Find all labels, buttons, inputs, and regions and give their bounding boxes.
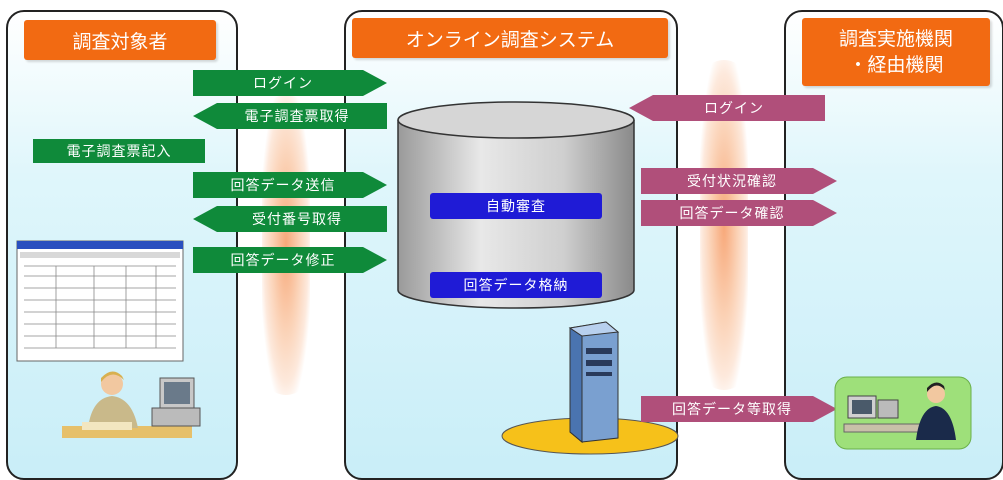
agency-title-line2: ・経由機関 [848,54,944,76]
agency-title-line1: 調査実施機関 [838,28,953,50]
fill-questionnaire-label: 電子調査票記入 [33,139,205,163]
correct-answer-arrow: 回答データ修正 [193,247,387,273]
auto-review-box: 自動審査 [430,193,602,219]
get-questionnaire-arrow: 電子調査票取得 [193,103,387,129]
server-illustration [501,321,679,455]
answer-storage-box: 回答データ格納 [430,272,602,298]
network-cloud-left [262,95,310,395]
questionnaire-screen-illustration [16,240,184,362]
login-arrow-right: ログイン [629,95,825,121]
get-answer-data-arrow: 回答データ等取得 [641,396,837,422]
agency-title: 調査実施機関 ・経由機関 [802,18,990,86]
subject-person-illustration [62,371,201,438]
answer-confirm-arrow: 回答データ確認 [641,200,837,226]
agency-operator-illustration [834,376,972,450]
get-receipt-number-arrow: 受付番号取得 [193,206,387,232]
online-system-title: オンライン調査システム [352,18,668,58]
login-arrow-left: ログイン [193,70,387,96]
send-answer-arrow: 回答データ送信 [193,172,387,198]
survey-subject-title: 調査対象者 [24,20,216,60]
reception-status-arrow: 受付状況確認 [641,168,837,194]
